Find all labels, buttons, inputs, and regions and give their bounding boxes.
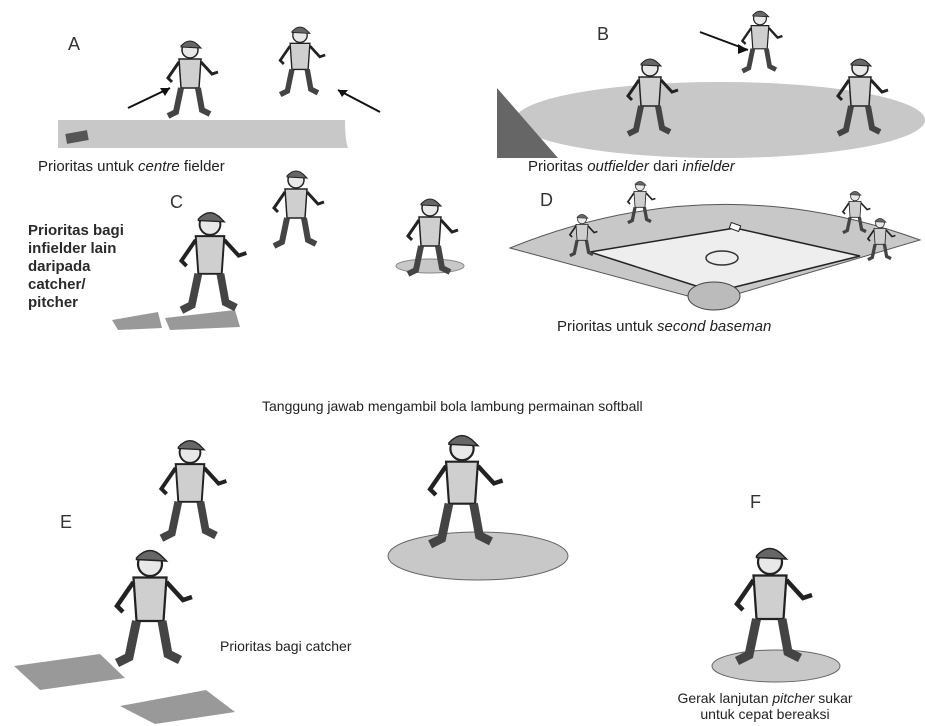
panel-f-letter: F <box>750 492 761 512</box>
panel-b-scene <box>497 11 925 158</box>
panel-e-letter: E <box>60 512 73 532</box>
panel-e-fielder <box>161 441 226 539</box>
panel-a-player-right <box>280 27 325 95</box>
panel-b-field <box>515 82 925 158</box>
panel-c-base-right <box>165 310 240 330</box>
main-title: Tanggung jawab mengambil bola lambung pe… <box>262 398 643 414</box>
panel-a-player-left <box>168 41 218 116</box>
panel-f-scene <box>711 549 841 683</box>
panel-f-mound <box>711 649 841 683</box>
panel-a-caption: Prioritas untuk centre fielder <box>38 158 225 175</box>
panel-c-base-left <box>112 312 162 330</box>
panel-a-base <box>65 130 89 144</box>
panel-f-caption: Gerak lanjutan pitcher sukar untuk cepat… <box>677 690 853 722</box>
panel-a-letter: A <box>68 34 81 54</box>
panel-d-caption: Prioritas untuk second baseman <box>557 318 772 335</box>
panel-c-player-back <box>274 171 324 246</box>
panel-e-base-right <box>120 690 235 724</box>
panel-e-caption: Prioritas bagi catcher <box>220 638 352 654</box>
panel-e-base-left <box>14 654 125 690</box>
panel-a-arrow-right <box>337 89 381 113</box>
panel-c-mound <box>395 258 465 274</box>
panel-a-scene <box>58 27 381 148</box>
panel-e-catcher <box>117 551 192 664</box>
center-pitcher <box>430 436 503 545</box>
panel-d-mound <box>705 250 739 266</box>
panel-c-scene <box>112 171 465 330</box>
panel-e-scene <box>14 436 569 724</box>
panel-a-field <box>58 120 348 148</box>
panel-b-letter: B <box>597 24 610 44</box>
panel-c-player-front <box>181 213 246 311</box>
panel-d-letter: D <box>540 190 553 210</box>
panel-c-caption: Prioritas bagi infielder lain daripada c… <box>28 222 124 311</box>
panel-c-letter: C <box>170 192 183 212</box>
panel-b-fence <box>497 88 558 158</box>
panel-f-pitcher <box>737 549 812 662</box>
panel-b-caption: Prioritas outfielder dari infielder <box>528 158 735 175</box>
panel-d-home <box>687 281 741 311</box>
panel-b-player-top <box>742 11 782 71</box>
panel-d-scene <box>508 179 922 311</box>
